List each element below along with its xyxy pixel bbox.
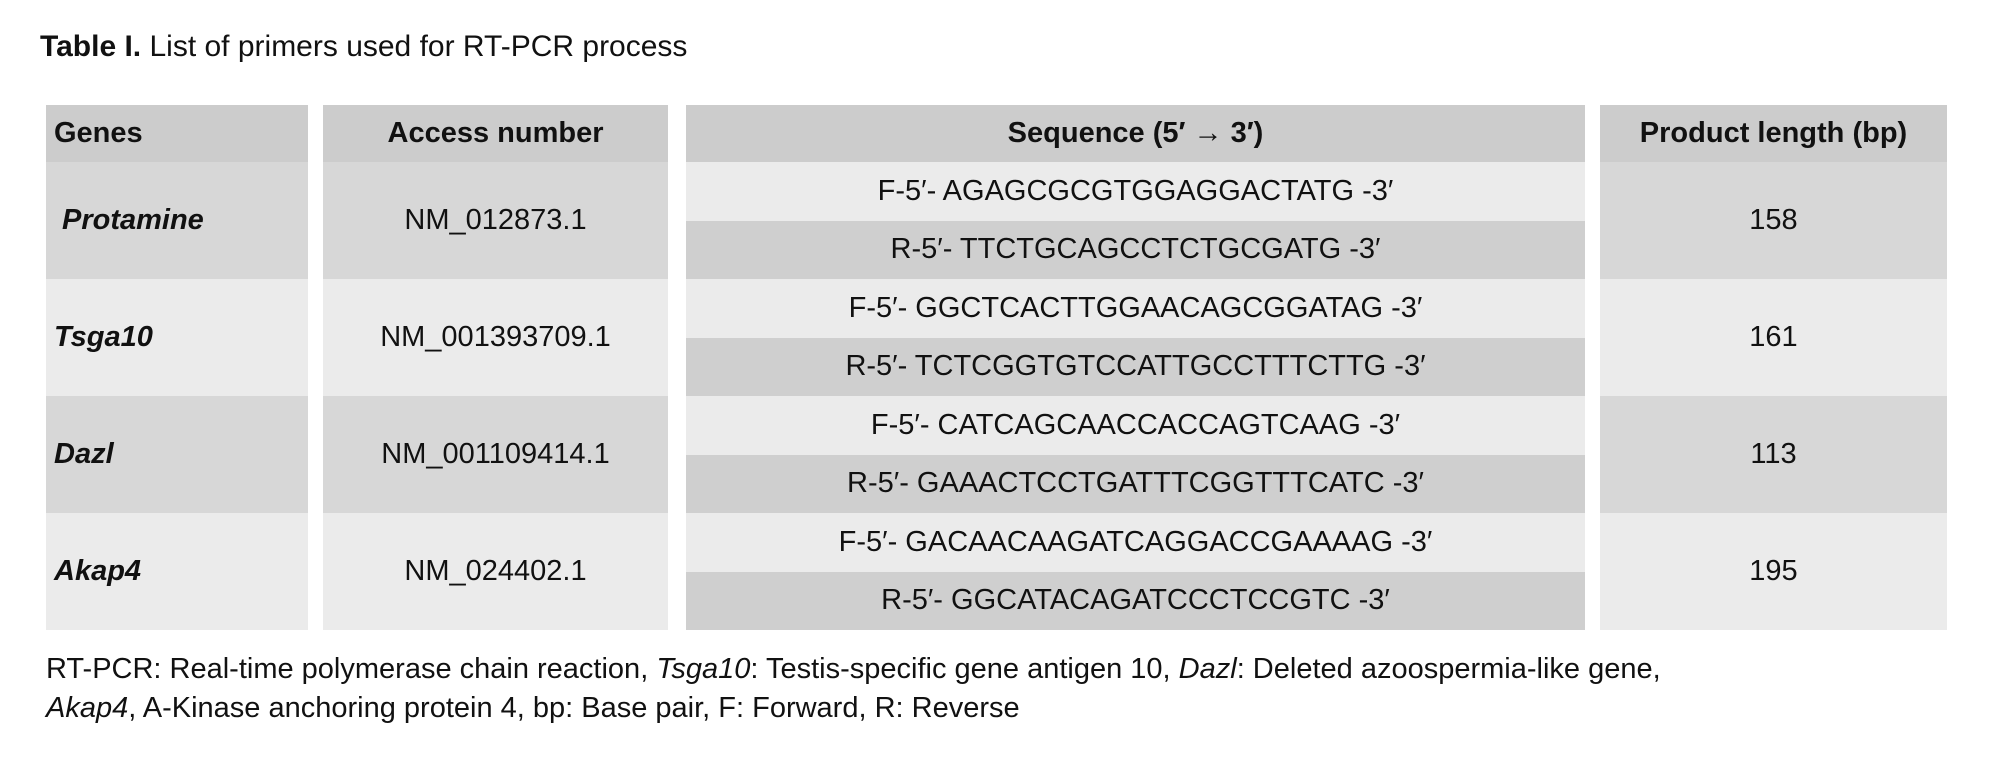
reverse-primer: R-5′- GGCATACAGATCCCTCCGTC -3′ — [686, 571, 1585, 630]
footnote-text: : Deleted azoospermia-like gene, — [1236, 653, 1661, 685]
table-label: Table I. — [40, 30, 142, 63]
header-length: Product length (bp) — [1600, 105, 1947, 162]
header-sequence: Sequence (5′ → 3′) — [686, 105, 1585, 162]
gene-cell: Akap4 — [46, 513, 308, 630]
reverse-primer: R-5′- GAAACTCCTGATTTCGGTTTCATC -3′ — [686, 454, 1585, 513]
reverse-primer: R-5′- TTCTGCAGCCTCTGCGATG -3′ — [686, 220, 1585, 279]
access-cell: NM_012873.1 — [323, 162, 668, 279]
table-caption: List of primers used for RT-PCR process — [141, 30, 688, 63]
length-cell: 161 — [1600, 279, 1947, 396]
footnote-text: , A-Kinase anchoring protein 4, bp: Base… — [128, 692, 1020, 724]
header-access: Access number — [323, 105, 668, 162]
gene-cell: Dazl — [46, 396, 308, 513]
gene-cell: Protamine — [46, 162, 308, 279]
header-genes: Genes — [46, 105, 308, 162]
footnote-gene: Dazl — [1178, 653, 1237, 685]
length-cell: 113 — [1600, 396, 1947, 513]
column-genes: Genes Protamine Tsga10 Dazl Akap4 — [46, 105, 308, 630]
footnote-text: RT-PCR: Real-time polymerase chain react… — [46, 653, 657, 685]
footnote-gene: Tsga10 — [656, 653, 751, 685]
length-cell: 195 — [1600, 513, 1947, 630]
access-cell: NM_001109414.1 — [323, 396, 668, 513]
forward-primer: F-5′- GACAACAAGATCAGGACCGAAAAG -3′ — [686, 513, 1585, 572]
forward-primer: F-5′- GGCTCACTTGGAACAGCGGATAG -3′ — [686, 279, 1585, 338]
reverse-primer: R-5′- TCTCGGTGTCCATTGCCTTTCTTG -3′ — [686, 337, 1585, 396]
table-title: Table I. List of primers used for RT-PCR… — [40, 30, 687, 64]
column-access: Access number NM_012873.1 NM_001393709.1… — [323, 105, 668, 630]
length-cell: 158 — [1600, 162, 1947, 279]
access-cell: NM_001393709.1 — [323, 279, 668, 396]
access-cell: NM_024402.1 — [323, 513, 668, 630]
forward-primer: F-5′- AGAGCGCGTGGAGGACTATG -3′ — [686, 162, 1585, 221]
gene-cell: Tsga10 — [46, 279, 308, 396]
column-length: Product length (bp) 158 161 113 195 — [1600, 105, 1947, 630]
table-footnote: RT-PCR: Real-time polymerase chain react… — [46, 650, 1966, 728]
footnote-text: : Testis-specific gene antigen 10, — [750, 653, 1179, 685]
footnote-gene: Akap4 — [46, 692, 129, 724]
column-sequence: Sequence (5′ → 3′) F-5′- AGAGCGCGTGGAGGA… — [686, 105, 1585, 630]
forward-primer: F-5′- CATCAGCAACCACCAGTCAAG -3′ — [686, 396, 1585, 455]
